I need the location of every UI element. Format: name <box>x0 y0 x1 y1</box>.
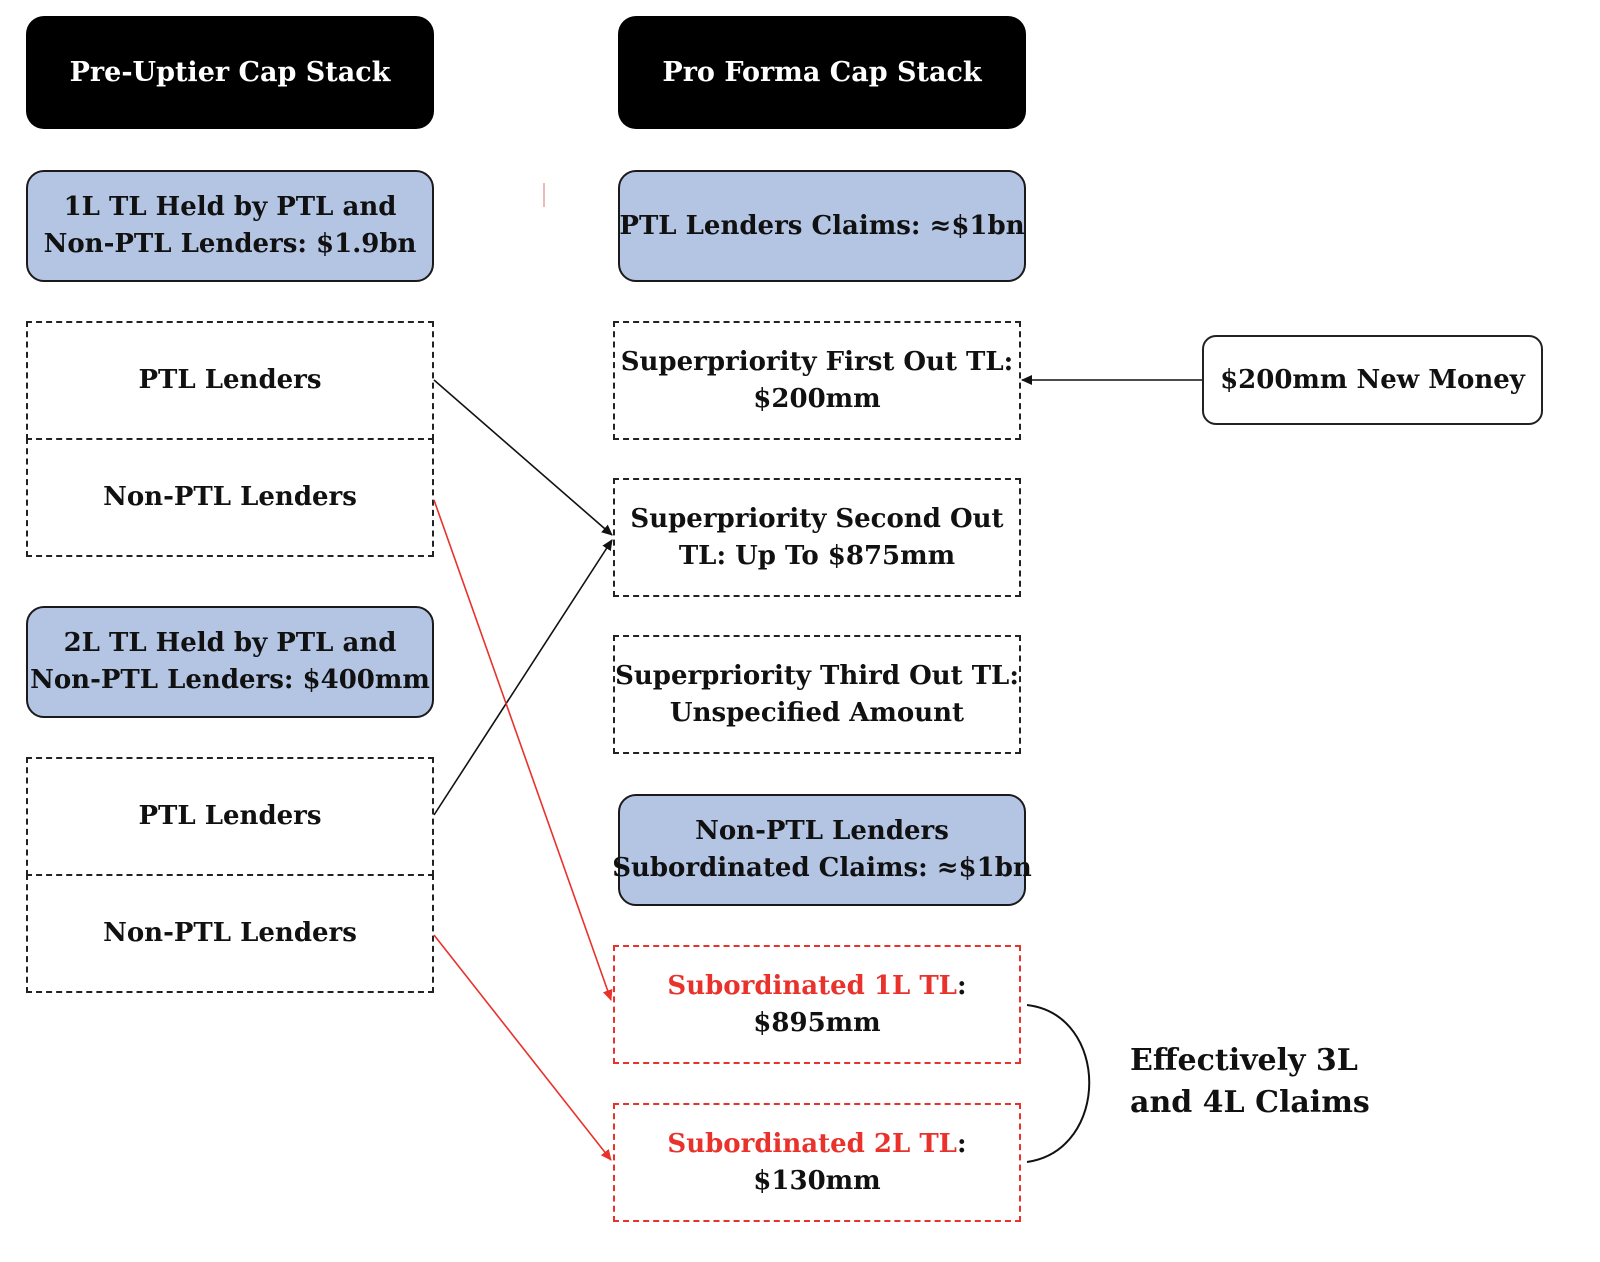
superpriority-third-out-box: Superpriority Third Out TL: Unspecified … <box>613 635 1021 754</box>
subordinated-2l-tl-amount: $130mm <box>753 1165 881 1196</box>
pro-forma-header-label: Pro Forma Cap Stack <box>662 57 982 88</box>
bracket-curve <box>1026 1004 1091 1163</box>
non-ptl-subordinated-claims-line2: Subordinated Claims: ≈$1bn <box>612 853 1032 883</box>
subordinated-1l-tl-amount: $895mm <box>753 1007 881 1038</box>
arrow-1l-ptl-to-second-out <box>433 379 613 536</box>
subordinated-2l-tl-name: Subordinated 2L TL <box>667 1128 957 1159</box>
second-lien-tl-line2: Non-PTL Lenders: $400mm <box>30 665 430 695</box>
non-ptl-subordinated-claims-line1: Non-PTL Lenders <box>695 816 949 846</box>
effectively-3l-4l-note: Effectively 3L and 4L Claims <box>1130 1040 1370 1124</box>
subordinated-2l-tl-title: Subordinated 2L TL: <box>667 1126 966 1163</box>
first-lien-ptl-lenders-label: PTL Lenders <box>138 365 322 395</box>
superpriority-second-out-box: Superpriority Second Out TL: Up To $875m… <box>613 478 1021 597</box>
superpriority-first-out-line2: $200mm <box>753 383 881 414</box>
subordinated-2l-tl-box: Subordinated 2L TL: $130mm <box>613 1103 1021 1222</box>
superpriority-second-out-line2: TL: Up To $875mm <box>678 540 956 571</box>
second-lien-non-ptl-lenders-box: Non-PTL Lenders <box>26 874 434 993</box>
first-lien-ptl-lenders-box: PTL Lenders <box>26 321 434 440</box>
first-lien-non-ptl-lenders-box: Non-PTL Lenders <box>26 438 434 557</box>
superpriority-first-out-line1: Superpriority First Out TL: <box>620 346 1014 377</box>
ptl-lenders-claims-label: PTL Lenders Claims: ≈$1bn <box>619 210 1025 241</box>
new-money-label: $200mm New Money <box>1220 364 1525 395</box>
superpriority-third-out-line2: Unspecified Amount <box>669 697 965 728</box>
arrow-1l-non-ptl-to-subordinated-1l <box>433 499 613 1001</box>
superpriority-third-out-line1: Superpriority Third Out TL: <box>615 660 1019 691</box>
effectively-3l-4l-line2: and 4L Claims <box>1130 1085 1370 1120</box>
new-money-box: $200mm New Money <box>1202 335 1543 425</box>
subordinated-2l-tl-colon: : <box>956 1128 967 1159</box>
effectively-3l-4l-line1: Effectively 3L <box>1130 1043 1358 1078</box>
subordinated-1l-tl-name: Subordinated 1L TL <box>667 970 957 1001</box>
first-lien-tl-line1: 1L TL Held by PTL and <box>63 192 397 222</box>
pre-uptier-header-label: Pre-Uptier Cap Stack <box>69 57 391 88</box>
second-lien-non-ptl-lenders-label: Non-PTL Lenders <box>103 918 357 948</box>
second-lien-ptl-lenders-box: PTL Lenders <box>26 757 434 876</box>
arrow-2l-non-ptl-to-subordinated-2l <box>433 934 612 1161</box>
ptl-lenders-claims-box: PTL Lenders Claims: ≈$1bn <box>618 170 1026 282</box>
superpriority-first-out-box: Superpriority First Out TL: $200mm <box>613 321 1021 440</box>
pre-uptier-header: Pre-Uptier Cap Stack <box>26 16 434 129</box>
superpriority-second-out-line1: Superpriority Second Out <box>630 503 1004 534</box>
first-lien-non-ptl-lenders-label: Non-PTL Lenders <box>103 482 357 512</box>
first-lien-tl-line2: Non-PTL Lenders: $1.9bn <box>43 229 417 259</box>
subordinated-1l-tl-colon: : <box>956 970 967 1001</box>
subordinated-1l-tl-title: Subordinated 1L TL: <box>667 968 966 1005</box>
subordinated-1l-tl-box: Subordinated 1L TL: $895mm <box>613 945 1021 1064</box>
second-lien-tl-box: 2L TL Held by PTL and Non-PTL Lenders: $… <box>26 606 434 718</box>
first-lien-tl-box: 1L TL Held by PTL and Non-PTL Lenders: $… <box>26 170 434 282</box>
non-ptl-subordinated-claims-box: Non-PTL Lenders Subordinated Claims: ≈$1… <box>612 794 1032 906</box>
second-lien-tl-line1: 2L TL Held by PTL and <box>63 628 397 658</box>
second-lien-ptl-lenders-label: PTL Lenders <box>138 801 322 831</box>
pro-forma-header: Pro Forma Cap Stack <box>618 16 1026 129</box>
arrow-2l-ptl-to-second-out <box>433 539 613 816</box>
